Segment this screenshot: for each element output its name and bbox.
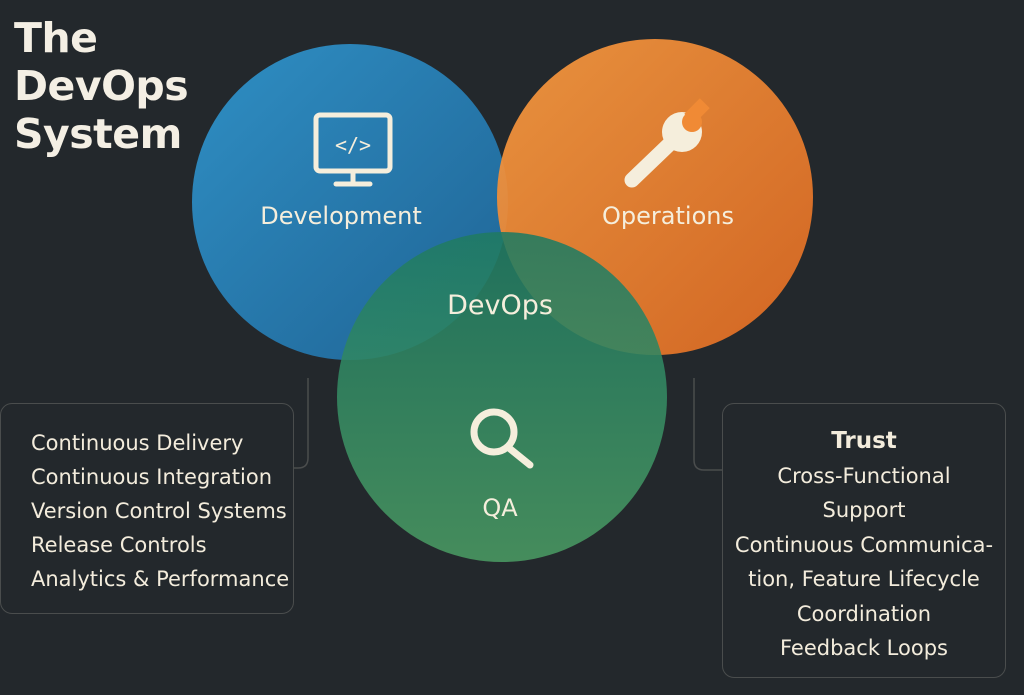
- list-item: Feedback Loops: [780, 636, 948, 660]
- qa-circle: [337, 232, 667, 562]
- left-connector: [294, 378, 309, 469]
- list-item: Continuous Communica-: [734, 532, 994, 557]
- list-item: Coordination: [796, 601, 932, 626]
- operations-culture-panel: Trust Cross-Functional Support Continuou…: [722, 403, 1006, 678]
- development-practices-panel: Continuous Delivery Continuous Integrati…: [0, 403, 294, 614]
- monitor-code-icon: [313, 112, 393, 187]
- list-item: Version Control Systems: [31, 499, 287, 523]
- qa-label: QA: [482, 494, 518, 522]
- list-item: Release Controls: [31, 533, 207, 557]
- magnifier-icon: [470, 408, 534, 469]
- wrench-icon: [624, 98, 710, 188]
- right-connector: [693, 378, 722, 471]
- list-item: Analytics & Performance: [31, 567, 290, 591]
- development-label: Development: [260, 202, 422, 230]
- devops-label: DevOps: [447, 290, 553, 321]
- operations-label: Operations: [602, 202, 734, 230]
- title-line: The: [14, 14, 98, 62]
- title-line: System: [14, 110, 182, 158]
- list-item: Support: [822, 498, 906, 522]
- list-item: Cross-Functional: [777, 463, 951, 488]
- list-item: Continuous Integration: [31, 465, 272, 489]
- code-glyph: </>: [335, 133, 371, 157]
- page-title: The DevOps System: [14, 14, 189, 158]
- list-item: tion, Feature Lifecycle: [748, 567, 980, 591]
- panel-heading: Trust: [831, 428, 897, 454]
- list-item: Continuous Delivery: [31, 431, 244, 455]
- title-line: DevOps: [14, 62, 189, 110]
